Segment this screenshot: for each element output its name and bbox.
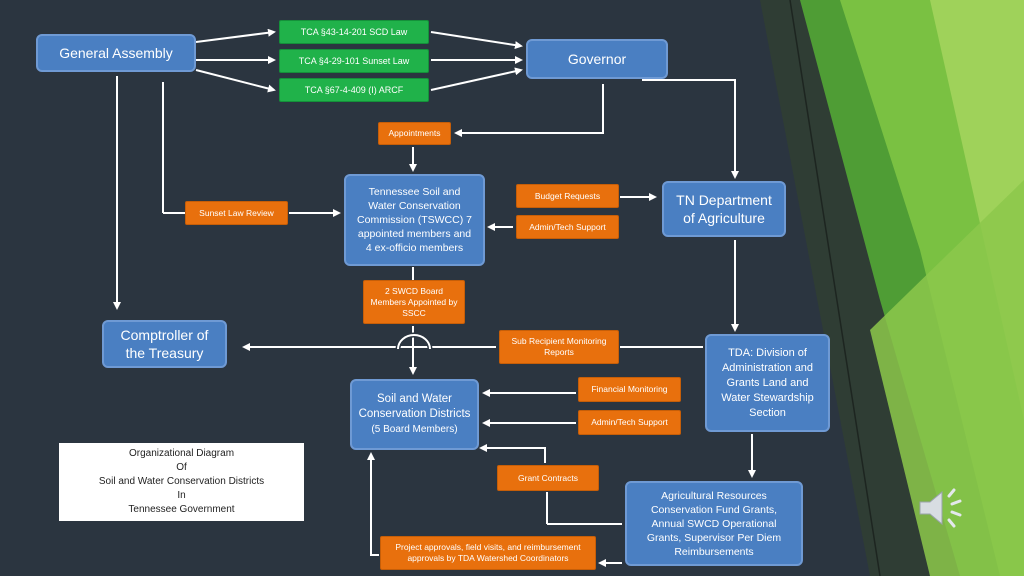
swcd-board-label: 2 SWCD Board Members Appointed by SSCC (370, 285, 458, 318)
tca-arcf-label: TCA §67-4-409 (I) ARCF (304, 85, 404, 95)
caption-line-4: In (177, 490, 186, 501)
governor-label: Governor (567, 51, 627, 67)
sunset-review-node: Sunset Law Review (185, 201, 288, 225)
decor-shape-green-4 (870, 180, 1024, 576)
speaker-icon[interactable] (916, 484, 968, 532)
governor-node: Governor (526, 39, 668, 79)
sub-recipient-label: Sub Recipient Monitoring Reports (511, 336, 607, 357)
decor-line (789, 0, 881, 576)
tca-sunset-law-node: TCA §4-29-101 Sunset Law (279, 49, 429, 73)
project-approvals-label: Project approvals, field visits, and rei… (395, 542, 581, 563)
tca-scd-law-label: TCA §43-14-201 SCD Law (300, 27, 408, 37)
tn-agriculture-label: TN Department of Agriculture (676, 192, 772, 226)
caption-line-2: Of (176, 462, 187, 473)
comptroller-label: Comptroller of the Treasury (120, 327, 209, 361)
project-approvals-node: Project approvals, field visits, and rei… (380, 536, 596, 570)
admin-tech-support-1-node: Admin/Tech Support (516, 215, 619, 239)
tda-division-node: TDA: Division of Administration and Gran… (705, 334, 830, 432)
tca-arcf-node: TCA §67-4-409 (I) ARCF (279, 78, 429, 102)
sub-recipient-node: Sub Recipient Monitoring Reports (499, 330, 619, 364)
financial-monitoring-node: Financial Monitoring (578, 377, 681, 402)
tda-division-label: TDA: Division of Administration and Gran… (721, 346, 814, 419)
tswcc-node: Tennessee Soil and Water Conservation Co… (344, 174, 485, 266)
scd-label: Soil and Water Conservation Districts (358, 393, 471, 420)
admin-tech-support-1-label: Admin/Tech Support (529, 221, 606, 232)
agri-resources-label: Agricultural Resources Conservation Fund… (646, 489, 782, 558)
appointments-node: Appointments (378, 122, 451, 145)
budget-requests-node: Budget Requests (516, 184, 619, 208)
grant-contracts-node: Grant Contracts (497, 465, 599, 491)
scd-node: Soil and Water Conservation Districts (5… (350, 379, 479, 450)
grant-contracts-label: Grant Contracts (518, 472, 578, 483)
financial-monitoring-label: Financial Monitoring (591, 384, 668, 394)
admin-tech-support-2-node: Admin/Tech Support (578, 410, 681, 435)
general-assembly-label: General Assembly (59, 45, 173, 61)
scd-sublabel: (5 Board Members) (371, 424, 458, 435)
agri-resources-node: Agricultural Resources Conservation Fund… (625, 481, 803, 566)
tca-scd-law-node: TCA §43-14-201 SCD Law (279, 20, 429, 44)
appointments-label: Appointments (388, 128, 441, 138)
tswcc-label: Tennessee Soil and Water Conservation Co… (357, 186, 472, 254)
caption-line-1: Organizational Diagram (128, 448, 235, 459)
caption-line-5: Tennessee Government (128, 504, 235, 515)
budget-requests-label: Budget Requests (534, 190, 601, 201)
swcd-board-node: 2 SWCD Board Members Appointed by SSCC (363, 280, 465, 324)
admin-tech-support-2-label: Admin/Tech Support (591, 417, 668, 427)
comptroller-node: Comptroller of the Treasury (102, 320, 227, 368)
caption-box: Organizational Diagram Of Soil and Water… (59, 443, 304, 521)
sunset-review-label: Sunset Law Review (199, 207, 274, 218)
tca-sunset-law-label: TCA §4-29-101 Sunset Law (298, 56, 410, 66)
caption-line-3: Soil and Water Conservation Districts (98, 476, 265, 487)
tn-agriculture-node: TN Department of Agriculture (662, 181, 786, 237)
general-assembly-node: General Assembly (36, 34, 196, 72)
